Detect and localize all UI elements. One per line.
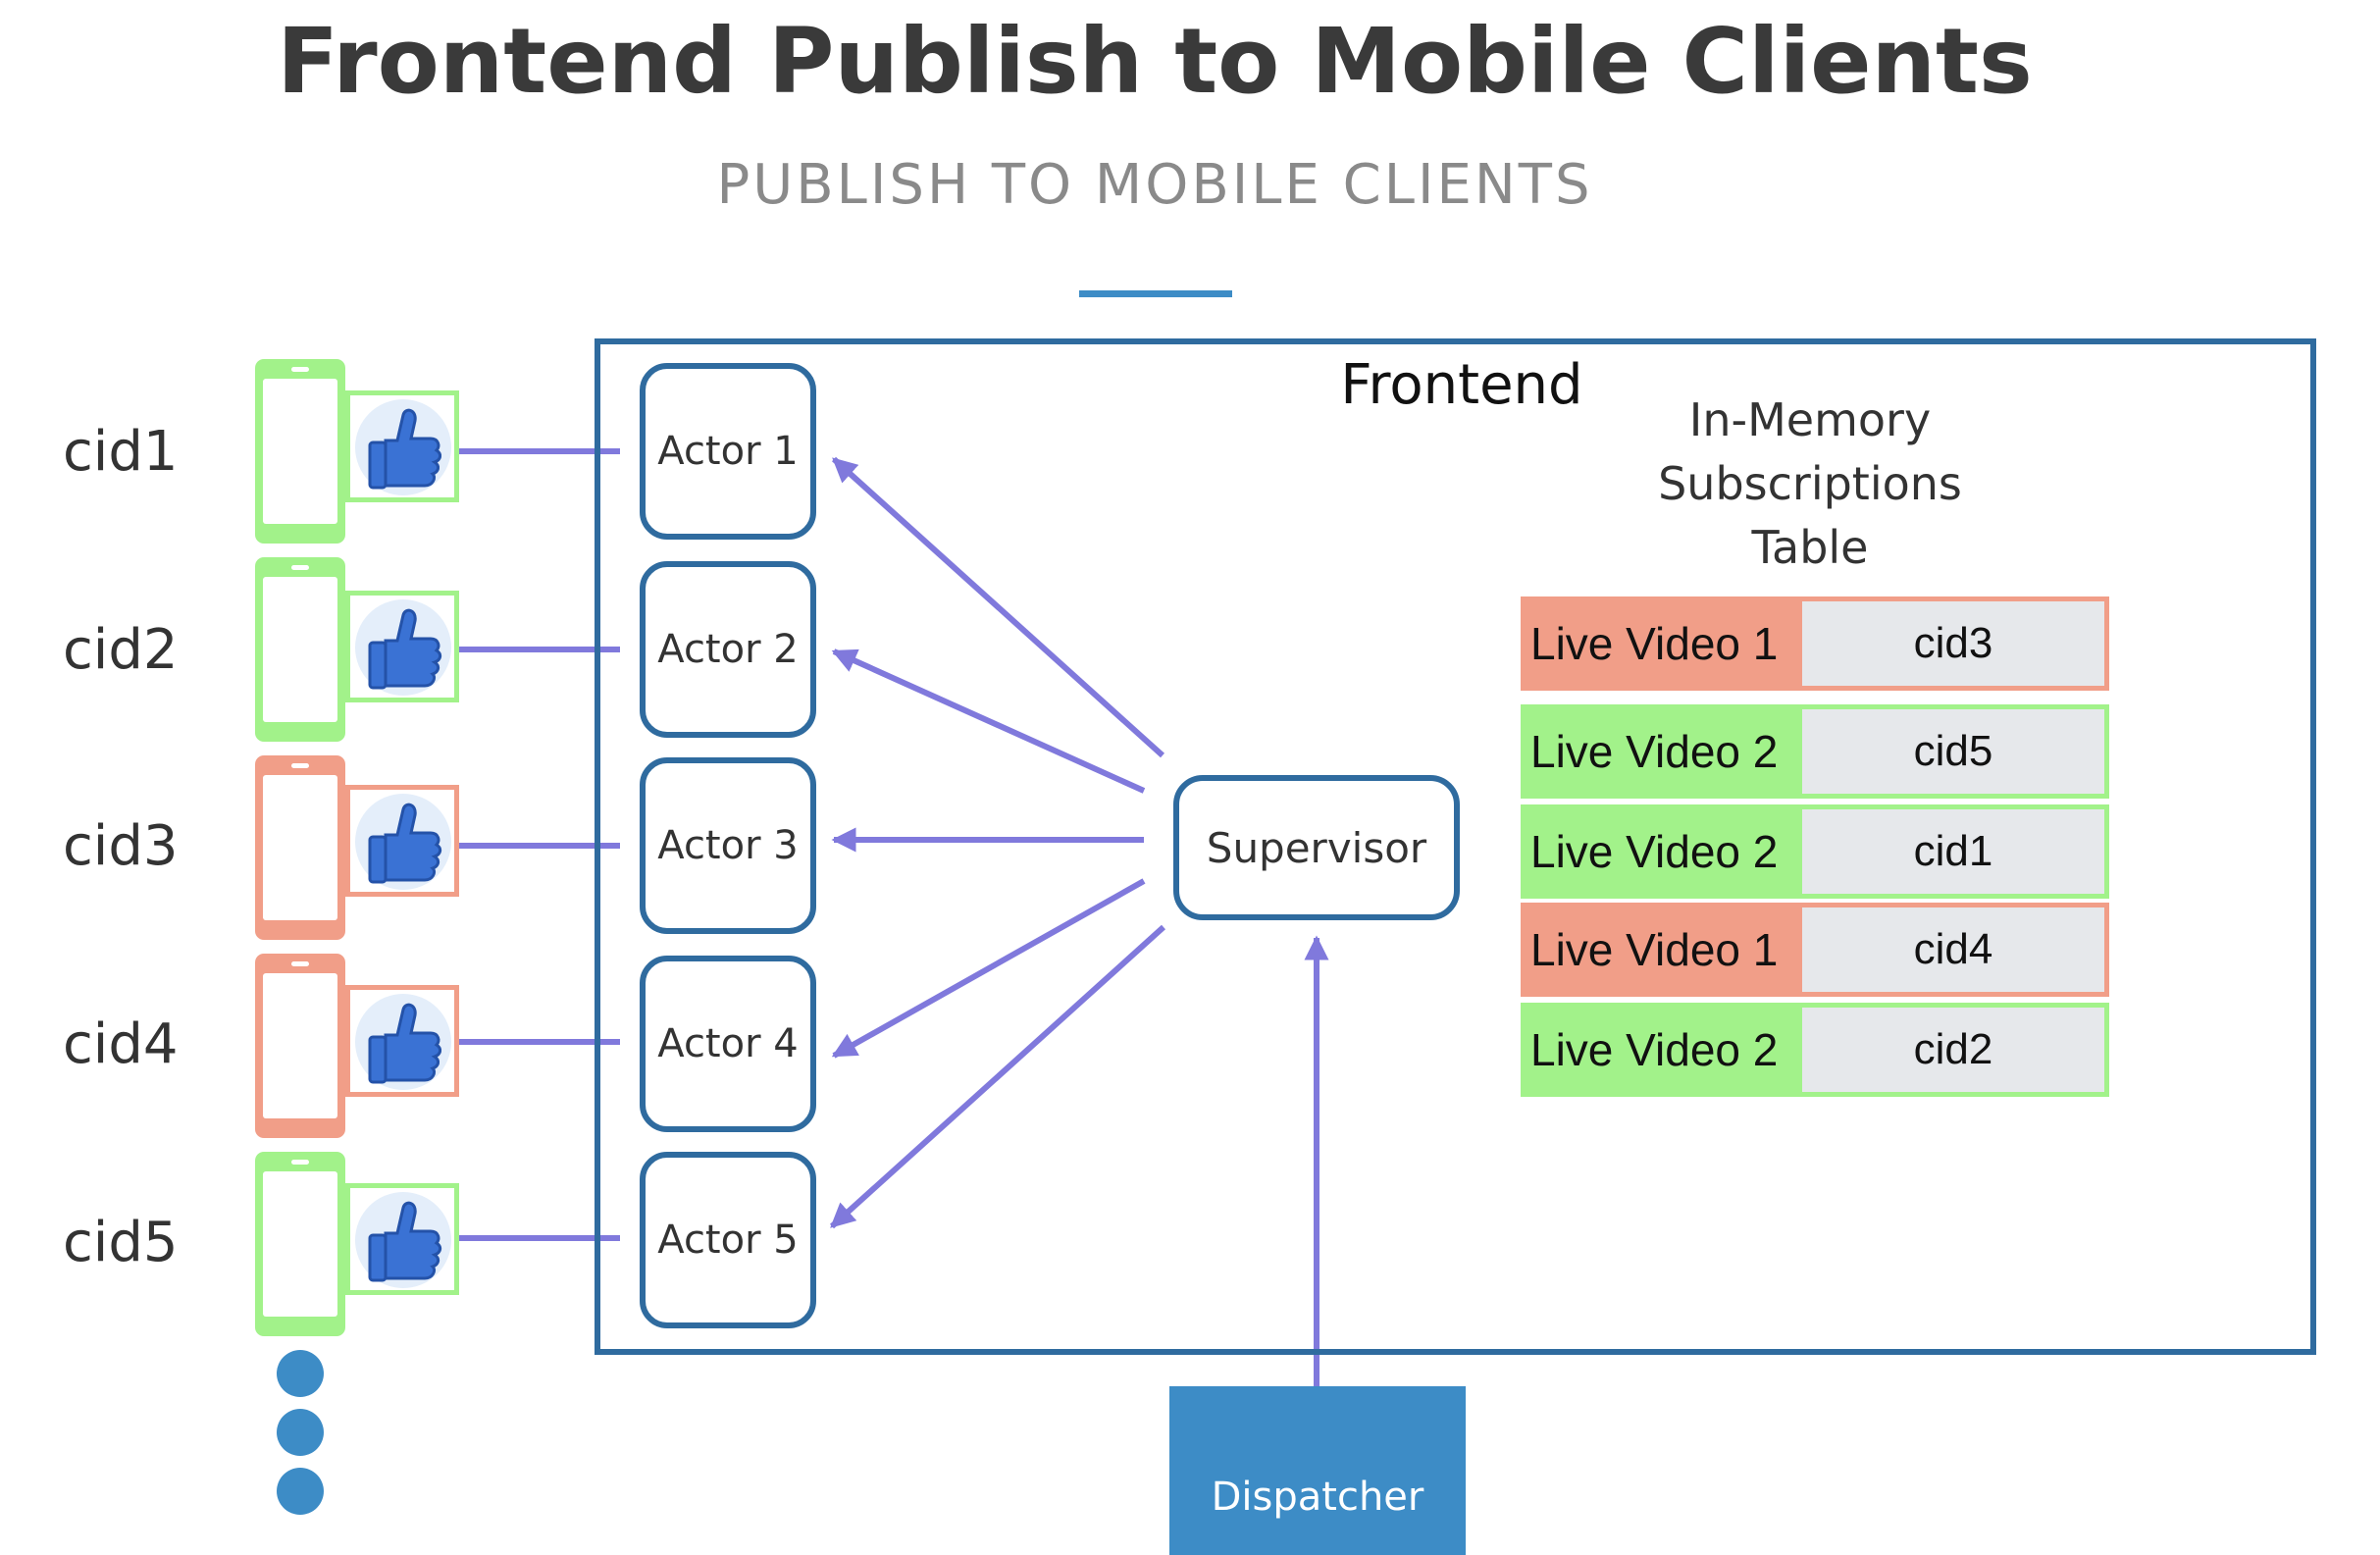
actor-5-node: Actor 5	[640, 1152, 816, 1328]
thumbs-up-icon	[345, 785, 459, 897]
more-clients-dot	[277, 1468, 324, 1515]
subscriptions-table-title: In-Memory Subscriptions Table	[1579, 389, 2041, 580]
client-label-2: cid2	[63, 618, 179, 682]
cid-cell: cid4	[1797, 903, 2109, 997]
mobile-phone-icon	[255, 954, 345, 1138]
client-label-1: cid1	[63, 420, 179, 484]
actor-2-node: Actor 2	[640, 561, 816, 738]
table-title-line: Subscriptions	[1658, 457, 1962, 510]
video-cell: Live Video 1	[1521, 903, 1797, 997]
table-title-line: Table	[1751, 521, 1869, 574]
thumbs-up-icon	[345, 591, 459, 702]
client-label-5: cid5	[63, 1211, 179, 1274]
table-row: Live Video 2 cid1	[1521, 804, 2109, 899]
title-divider	[1079, 290, 1232, 297]
client-label-4: cid4	[63, 1012, 179, 1076]
page-subtitle: PUBLISH TO MOBILE CLIENTS	[716, 153, 1593, 217]
supervisor-node: Supervisor	[1173, 775, 1460, 920]
frontend-container	[595, 338, 2316, 1355]
table-row: Live Video 1 cid3	[1521, 596, 2109, 691]
supervisor-to-actor-4-arrow	[831, 878, 1146, 1059]
more-clients-dot	[277, 1350, 324, 1397]
mobile-phone-icon	[255, 557, 345, 742]
table-title-line: In-Memory	[1688, 393, 1932, 446]
supervisor-to-actor-5-arrow	[829, 924, 1166, 1229]
more-clients-dot	[277, 1409, 324, 1456]
actor-1-node: Actor 1	[640, 363, 816, 540]
cid-cell: cid2	[1797, 1003, 2109, 1097]
thumbs-up-icon	[345, 1183, 459, 1295]
cid-cell: cid1	[1797, 804, 2109, 899]
page-title: Frontend Publish to Mobile Clients	[277, 9, 2033, 114]
frontend-label: Frontend	[1340, 353, 1583, 417]
supervisor-to-actor-1-arrow	[831, 456, 1165, 758]
supervisor-to-actor-2-arrow	[831, 648, 1146, 794]
table-row: Live Video 2 cid5	[1521, 704, 2109, 799]
actor-4-node: Actor 4	[640, 956, 816, 1132]
thumbs-up-icon	[345, 390, 459, 502]
dispatcher-node: Dispatcher	[1169, 1386, 1466, 1555]
table-row: Live Video 2 cid2	[1521, 1003, 2109, 1097]
actor-3-node: Actor 3	[640, 757, 816, 934]
thumbs-up-icon	[345, 985, 459, 1097]
video-cell: Live Video 2	[1521, 1003, 1797, 1097]
cid-cell: cid3	[1797, 596, 2109, 691]
mobile-phone-icon	[255, 755, 345, 940]
table-row: Live Video 1 cid4	[1521, 903, 2109, 997]
mobile-phone-icon	[255, 359, 345, 544]
mobile-phone-icon	[255, 1152, 345, 1336]
cid-cell: cid5	[1797, 704, 2109, 799]
video-cell: Live Video 1	[1521, 596, 1797, 691]
client-label-3: cid3	[63, 814, 179, 878]
video-cell: Live Video 2	[1521, 804, 1797, 899]
video-cell: Live Video 2	[1521, 704, 1797, 799]
